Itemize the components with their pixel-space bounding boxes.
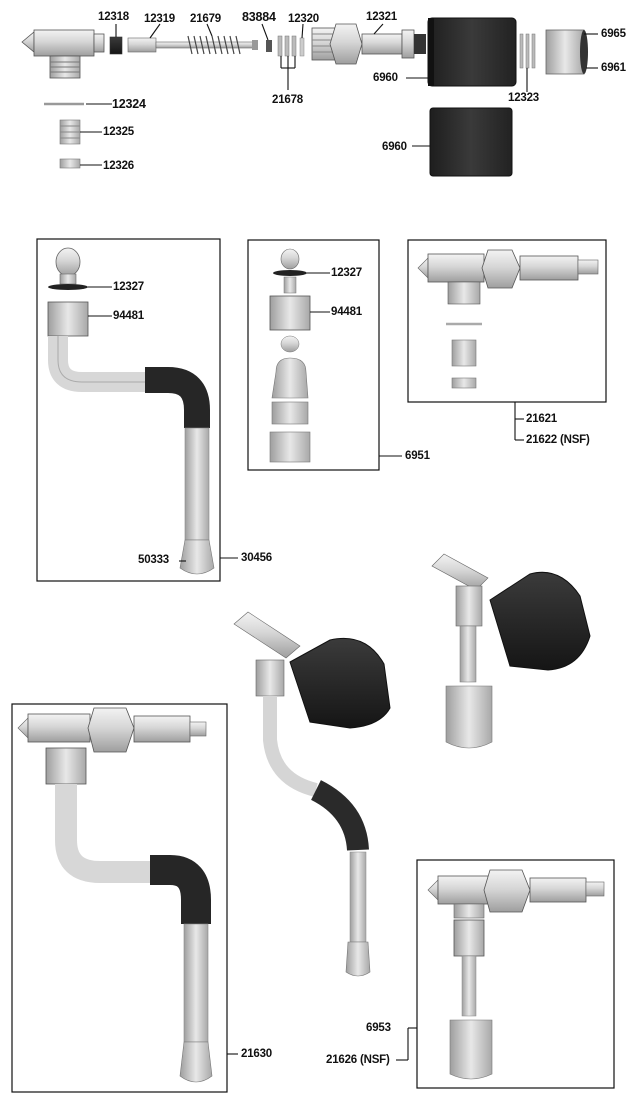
label-12325: 12325 — [103, 126, 134, 138]
part-6960-sleeve-b — [429, 107, 513, 177]
label-6960-a: 6960 — [373, 72, 398, 84]
label-12320: 12320 — [288, 13, 319, 25]
assembly-box-21621 — [407, 239, 607, 403]
label-21678: 21678 — [272, 94, 303, 106]
label-12324: 12324 — [112, 97, 146, 111]
part-6965 — [545, 29, 588, 75]
assembly-view-right — [431, 553, 591, 749]
label-83884: 83884 — [242, 10, 276, 24]
leader-lines — [80, 23, 598, 1061]
label-94481-a: 94481 — [113, 310, 144, 322]
label-50333: 50333 — [138, 554, 169, 566]
label-94481-b: 94481 — [331, 306, 362, 318]
label-12323: 12323 — [508, 92, 539, 104]
assembly-box-6951 — [247, 239, 380, 471]
label-6951: 6951 — [405, 450, 430, 462]
part-12319 — [127, 37, 258, 53]
label-6961: 6961 — [601, 62, 626, 74]
label-12327-a: 12327 — [113, 281, 144, 293]
label-6960-b: 6960 — [382, 141, 407, 153]
part-83884 — [266, 40, 272, 52]
label-6965: 6965 — [601, 28, 626, 40]
part-12325 — [59, 119, 81, 145]
label-21630: 21630 — [241, 1048, 272, 1060]
part-12320 — [299, 37, 305, 57]
part-12318 — [109, 36, 123, 55]
exploded-view — [21, 17, 588, 177]
label-6953: 6953 — [366, 1022, 391, 1034]
part-6960-sleeve-a — [427, 17, 517, 87]
assembly-box-30456 — [36, 238, 221, 582]
part-12321 — [311, 23, 426, 65]
label-21679: 21679 — [190, 13, 221, 25]
assembly-box-21630 — [11, 703, 228, 1093]
label-12327-b: 12327 — [331, 267, 362, 279]
part-21678 — [277, 35, 297, 57]
assembly-view-center — [233, 611, 391, 977]
label-21621: 21621 — [526, 413, 557, 425]
tee-body — [21, 29, 105, 79]
label-12318: 12318 — [98, 11, 129, 23]
part-21679 — [187, 35, 241, 55]
label-12319: 12319 — [144, 13, 175, 25]
label-12326: 12326 — [103, 160, 134, 172]
label-30456: 30456 — [241, 552, 272, 564]
assembly-box-6953 — [416, 859, 615, 1089]
part-12323 — [519, 33, 536, 69]
label-21622-nsf: 21622 (NSF) — [526, 434, 590, 446]
label-21626-nsf: 21626 (NSF) — [326, 1054, 390, 1066]
label-12321: 12321 — [366, 11, 397, 23]
part-12326 — [59, 158, 81, 169]
